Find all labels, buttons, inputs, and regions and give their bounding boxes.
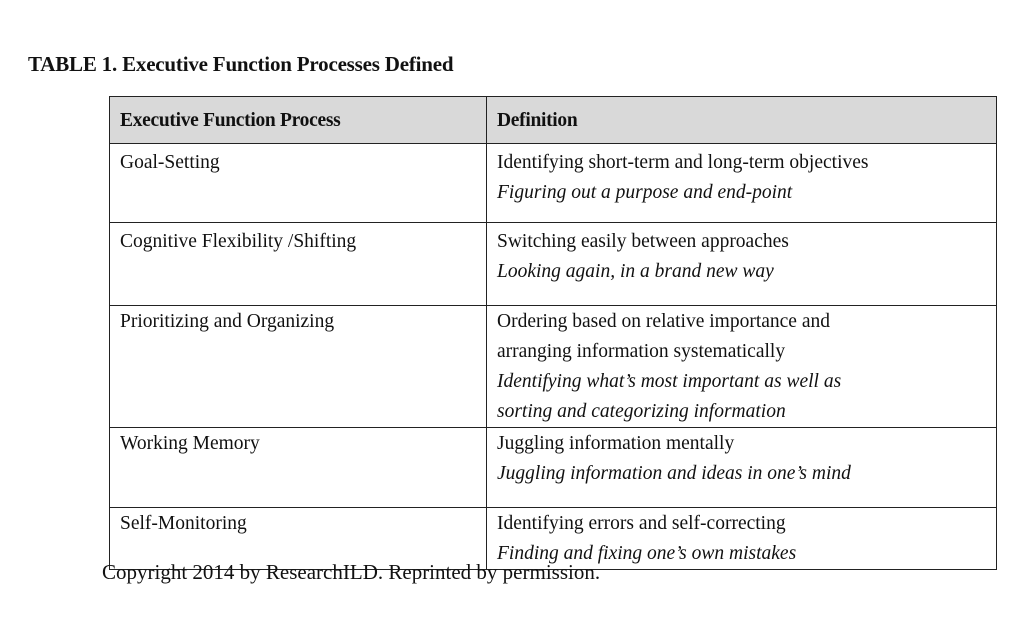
definition-text: Ordering based on relative importance an… [497, 311, 830, 332]
example-text: Figuring out a purpose and end-point [497, 182, 793, 203]
definition-cell: Switching easily between approaches Look… [486, 222, 997, 306]
example-text: Juggling information and ideas in one’s … [497, 463, 851, 484]
example-text: Identifying what’s most important as wel… [497, 371, 842, 392]
process-name: Self-Monitoring [120, 513, 247, 534]
process-name: Goal-Setting [120, 152, 220, 173]
table-row: Self-Monitoring Identifying errors and s… [109, 507, 997, 570]
process-cell: Goal-Setting [109, 143, 487, 223]
definition-text: Identifying errors and self-correcting [497, 513, 786, 534]
table-row: Prioritizing and Organizing Ordering bas… [109, 305, 997, 428]
definition-text: arranging information systematically [497, 341, 786, 362]
definition-cell: Juggling information mentally Juggling i… [486, 427, 997, 508]
process-cell: Working Memory [109, 427, 487, 508]
copyright-note: Copyright 2014 by ResearchILD. Reprinted… [102, 560, 601, 584]
example-text: Finding and fixing one’s own mistakes [497, 543, 797, 564]
table-row: Cognitive Flexibility /Shifting Switchin… [109, 222, 997, 306]
process-name: Cognitive Flexibility /Shifting [120, 231, 357, 252]
process-cell: Cognitive Flexibility /Shifting [109, 222, 487, 306]
definition-cell: Ordering based on relative importance an… [486, 305, 997, 428]
definition-text: Identifying short-term and long-term obj… [497, 152, 869, 173]
example-text: Looking again, in a brand new way [497, 261, 774, 282]
example-text: sorting and categorizing information [497, 401, 786, 422]
column-header-definition: Definition [486, 96, 997, 144]
table-row: Goal-Setting Identifying short-term and … [109, 143, 997, 223]
process-cell: Self-Monitoring [109, 507, 487, 570]
process-cell: Prioritizing and Organizing [109, 305, 487, 428]
process-name: Working Memory [120, 433, 260, 454]
process-name: Prioritizing and Organizing [120, 311, 335, 332]
definition-text: Juggling information mentally [497, 433, 735, 454]
table-caption: TABLE 1. Executive Function Processes De… [28, 52, 454, 76]
definition-text: Switching easily between approaches [497, 231, 789, 252]
definition-cell: Identifying errors and self-correcting F… [486, 507, 997, 570]
table-row: Working Memory Juggling information ment… [109, 427, 997, 508]
executive-function-table: Executive Function Process Definition Go… [109, 96, 997, 570]
definition-cell: Identifying short-term and long-term obj… [486, 143, 997, 223]
column-header-process: Executive Function Process [109, 96, 487, 144]
table-header-row: Executive Function Process Definition [109, 96, 997, 144]
